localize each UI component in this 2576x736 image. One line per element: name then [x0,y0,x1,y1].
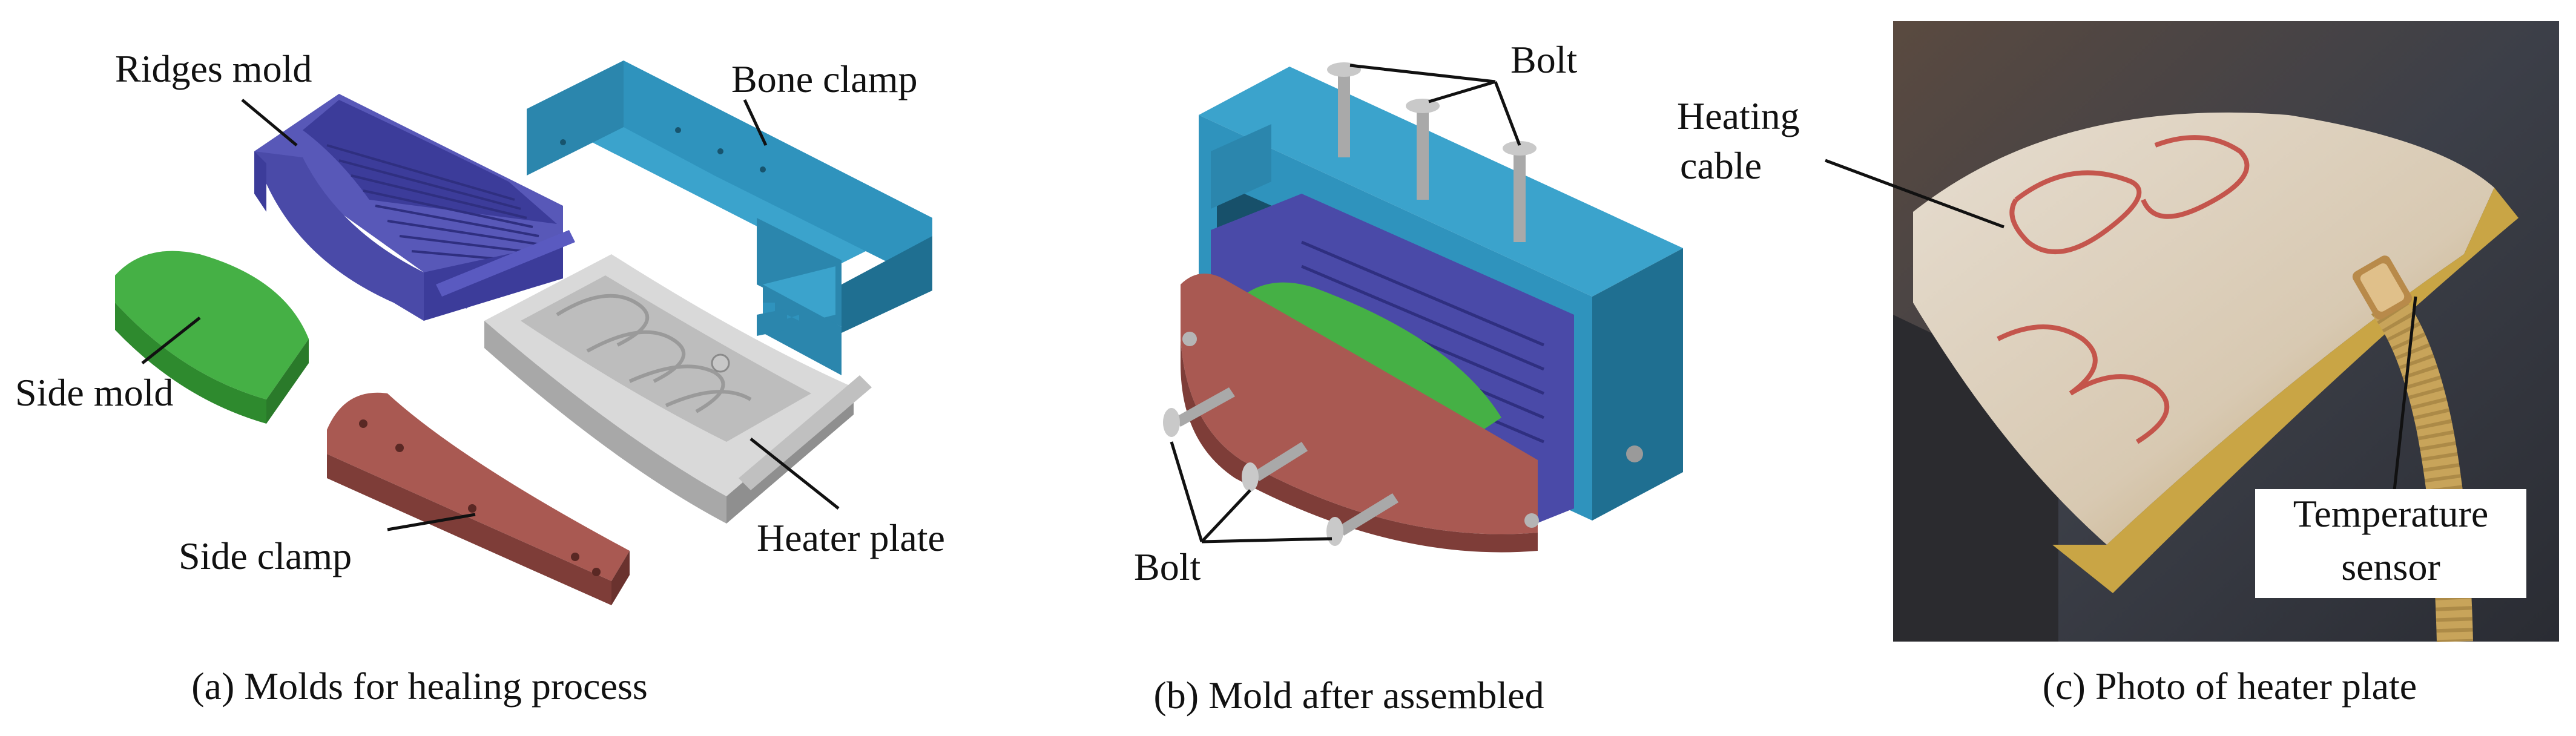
panel-c-caption: (c) Photo of heater plate [2043,665,2417,708]
bone-clamp-part [527,61,932,375]
heater-plate-label: Heater plate [757,516,945,559]
ridges-mold-leader [241,99,298,146]
temperature-sensor-label-line2: sensor [2341,545,2440,588]
bolt-top-leader-2 [1428,80,1496,104]
side-mold-leader [141,317,201,364]
bolt-top-leader-1 [1349,64,1496,84]
bolt-bottom-leader-3 [1201,537,1332,544]
panel-b: Bolt Bolt (b) Mold after assembled [1134,38,1683,717]
side-mold-label: Side mold [15,371,173,414]
bottom-bolts [1163,387,1398,546]
temperature-sensor-leader [2393,296,2417,491]
bone-clamp-label: Bone clamp [731,58,917,100]
temperature-sensor-box [2255,489,2526,598]
panel-a-caption: (a) Molds for healing process [191,665,648,708]
heating-cable-leader [1825,159,2004,229]
side-clamp-label: Side clamp [179,534,352,577]
heating-cable-label-line2: cable [1680,144,1762,187]
bolt-bottom-label: Bolt [1134,545,1201,588]
bolt-bottom-leader-2 [1201,489,1251,543]
bolt-top-leader-3 [1494,81,1521,146]
panel-c: Heating cable Temperature sensor (c) Pho… [1677,21,2559,708]
top-bolts [1327,62,1537,242]
heater-plate-part [484,254,872,524]
side-clamp-leader [387,513,476,531]
heater-plate-leader [749,438,840,510]
panel-b-caption: (b) Mold after assembled [1153,674,1544,717]
bolt-top-label: Bolt [1510,38,1577,81]
ridges-mold-part [254,94,575,321]
panel-a: Ridges mold Bone clamp Side mold Side cl… [15,47,945,708]
bone-clamp-leader [743,99,768,146]
heating-cable-label-line1: Heating [1677,94,1800,137]
ridges-mold-label: Ridges mold [115,47,312,90]
side-clamp-part [327,392,630,605]
temperature-sensor-label-line1: Temperature [2293,492,2488,535]
bolt-bottom-leader-1 [1170,441,1204,542]
side-mold-part [115,251,309,424]
